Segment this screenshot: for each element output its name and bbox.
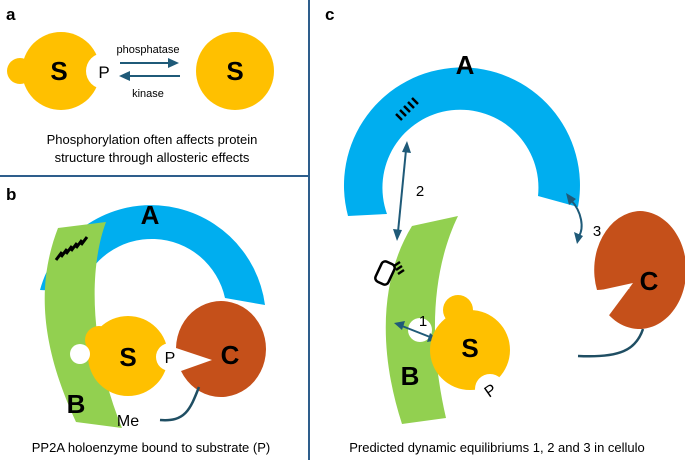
substrate-body: [22, 32, 100, 110]
c-subunit-letter: C: [640, 266, 659, 296]
panel-a-label: a: [6, 5, 16, 24]
substrate-phosphate: [475, 374, 505, 404]
panel-b-label: b: [6, 185, 16, 204]
c-subunit-letter: C: [221, 340, 240, 370]
substrate-body: [88, 316, 168, 396]
equilibrium-3-label: 3: [593, 223, 601, 240]
equilibrium-3-arrow: 3: [566, 193, 601, 244]
panel-b-caption: PP2A holoenzyme bound to substrate (P): [32, 440, 270, 455]
equilibrium-1-label: 1: [419, 313, 427, 330]
reaction-arrows: phosphatase kinase: [117, 44, 180, 100]
substrate-body-right: [196, 32, 274, 110]
b-docking-motif: [374, 260, 405, 286]
phosphate-group: [86, 53, 122, 89]
a-subunit-letter: A: [456, 50, 475, 80]
phosphorylated-substrate: S P: [7, 32, 122, 110]
panel-a: a S P phosphatase kinase S Phosphorylati…: [6, 5, 274, 165]
panel-b: b A B S P C Me PP2A ho: [6, 185, 270, 455]
panel-a-caption-line2: structure through allosteric effects: [55, 150, 250, 165]
c-subunit-mouth: [592, 283, 633, 318]
bound-phosphate: [156, 343, 184, 371]
substrate-letter: S: [119, 342, 136, 372]
equilibrium-2-arrow: 2: [393, 141, 424, 241]
c-tail: [577, 328, 645, 358]
equilibrium-2-label: 2: [416, 183, 424, 200]
panel-a-caption-line1: Phosphorylation often affects protein: [47, 132, 258, 147]
forward-arrowhead: [168, 58, 179, 68]
a-subunit: [343, 67, 580, 216]
a-subunit-hatch-marks: [395, 97, 419, 121]
phosphatase-label: phosphatase: [117, 44, 180, 56]
me-label: Me: [117, 413, 139, 430]
phosphate-letter: P: [165, 350, 176, 367]
a-subunit-letter: A: [141, 200, 160, 230]
free-substrate: S P: [430, 295, 510, 404]
b-subunit-letter: B: [401, 361, 420, 391]
c-subunit-body: [176, 300, 266, 397]
phosphate-letter: P: [98, 63, 109, 82]
b-docking-notch: [70, 344, 90, 364]
b-subunit-letter: B: [67, 389, 86, 419]
substrate-letter: S: [461, 333, 478, 363]
panel-c-label: c: [325, 5, 334, 24]
substrate-letter: S: [50, 56, 67, 86]
panel-c: c A 2 B: [325, 5, 685, 455]
panel-dividers: [0, 0, 310, 460]
b-subunit-hatch-marks: [54, 236, 89, 261]
bound-substrate: S P: [70, 316, 184, 396]
panel-c-caption: Predicted dynamic equilibriums 1, 2 and …: [349, 440, 645, 455]
substrate-letter-right: S: [226, 56, 243, 86]
kinase-label: kinase: [132, 88, 164, 100]
reverse-arrowhead: [119, 71, 130, 81]
methyl-tail: [159, 386, 201, 422]
substrate-body: [430, 310, 510, 390]
dephosphorylated-substrate: S: [196, 32, 274, 110]
